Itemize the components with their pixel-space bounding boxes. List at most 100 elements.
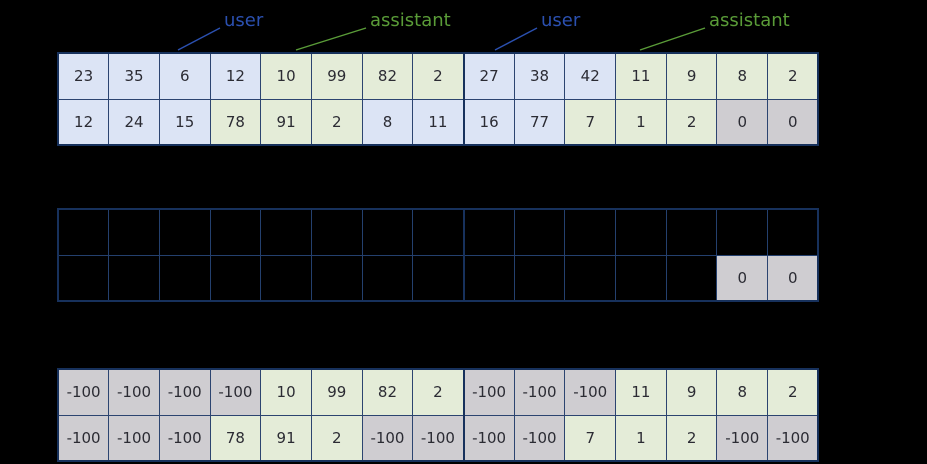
- sequence-row-1-cell-1: 35: [108, 52, 160, 100]
- labels-row-1-cell-0: -100: [57, 368, 110, 416]
- sequence-row-2-cell-0: 12: [57, 98, 110, 146]
- labels-row-1-cell-7: 2: [412, 368, 464, 416]
- labels-row-2-cell-7: -100: [412, 414, 464, 462]
- mask-row-1-cell-2: [158, 208, 211, 256]
- sequence-row-1-cell-12: 9: [665, 52, 718, 100]
- sequence-row-1-cell-5: 99: [310, 52, 363, 100]
- mask-row-2-cell-2: [158, 254, 211, 302]
- labels-row-1-cell-9: -100: [513, 368, 566, 416]
- sequence-row-2-cell-12: 2: [665, 98, 718, 146]
- mask-row-2-cell-13: 0: [716, 254, 769, 302]
- labels-row-2-cell-2: -100: [158, 414, 211, 462]
- labels-row-1-cell-4: 10: [260, 368, 312, 416]
- mask-row-1-cell-12: [665, 208, 718, 256]
- sequence-row-1-cell-13: 8: [716, 52, 769, 100]
- annotation-label-assistant-3: assistant: [709, 10, 790, 31]
- sequence-row-2-cell-9: 77: [513, 98, 566, 146]
- labels-row-2-cell-8: -100: [462, 414, 515, 462]
- leader-line-assistant-3: [639, 27, 706, 51]
- mask-row-1-cell-1: [108, 208, 160, 256]
- labels-row-2-cell-12: 2: [665, 414, 718, 462]
- mask-row-2-cell-9: [513, 254, 566, 302]
- mask-row-2-cell-0: [57, 254, 110, 302]
- labels-row-2-cell-11: 1: [615, 414, 667, 462]
- mask-row-2-cell-11: [615, 254, 667, 302]
- mask-row-1-cell-8: [462, 208, 515, 256]
- labels-row-1-cell-12: 9: [665, 368, 718, 416]
- mask-row-1-cell-5: [310, 208, 363, 256]
- labels-row-2-cell-0: -100: [57, 414, 110, 462]
- mask-row-1-cell-11: [615, 208, 667, 256]
- mask-row-1-cell-4: [260, 208, 312, 256]
- mask-row-2-cell-12: [665, 254, 718, 302]
- sequence-row-2-cell-3: 78: [209, 98, 262, 146]
- mask-row-1-cell-9: [513, 208, 566, 256]
- labels-row-1-cell-13: 8: [716, 368, 769, 416]
- mask-row-2-cell-6: [361, 254, 414, 302]
- leader-lines: [177, 27, 706, 51]
- sequence-row-1-cell-8: 27: [462, 52, 515, 100]
- mask-row-2-cell-8: [462, 254, 515, 302]
- sequence-row-2-cell-2: 15: [158, 98, 211, 146]
- mask-row-1-cell-6: [361, 208, 414, 256]
- labels-row-2-cell-3: 78: [209, 414, 262, 462]
- sequence-row-2-cell-7: 11: [412, 98, 464, 146]
- leader-line-assistant-1: [295, 27, 367, 51]
- mask-row-1-cell-7: [412, 208, 464, 256]
- labels-row-2-cell-10: 7: [564, 414, 617, 462]
- annotation-label-assistant-1: assistant: [370, 10, 451, 31]
- sequence-row-2-cell-13: 0: [716, 98, 769, 146]
- labels-row-2-cell-9: -100: [513, 414, 566, 462]
- mask-row-1-cell-0: [57, 208, 110, 256]
- labels-row-1-cell-2: -100: [158, 368, 211, 416]
- sequence-row-1-cell-9: 38: [513, 52, 566, 100]
- sequence-row-1-cell-7: 2: [412, 52, 464, 100]
- labels-row-1-cell-8: -100: [462, 368, 515, 416]
- mask-row-2-cell-14: 0: [767, 254, 819, 302]
- sequence-row-1-cell-11: 11: [615, 52, 667, 100]
- mask-row-1-cell-3: [209, 208, 262, 256]
- labels-row-2-cell-13: -100: [716, 414, 769, 462]
- mask-row-2-cell-7: [412, 254, 464, 302]
- mask-row-2-cell-4: [260, 254, 312, 302]
- sequence-row-1-cell-0: 23: [57, 52, 110, 100]
- leader-line-user-0: [177, 27, 221, 51]
- labels-row-2-cell-14: -100: [767, 414, 819, 462]
- sequence-row-2-cell-8: 16: [462, 98, 515, 146]
- mask-row-2-cell-10: [564, 254, 617, 302]
- sequence-row-2-cell-6: 8: [361, 98, 414, 146]
- sequence-row-2-cell-4: 91: [260, 98, 312, 146]
- labels-row-2-cell-5: 2: [310, 414, 363, 462]
- sequence-row-2-cell-14: 0: [767, 98, 819, 146]
- mask-row-1-cell-10: [564, 208, 617, 256]
- sequence-row-2-cell-11: 1: [615, 98, 667, 146]
- labels-row-1-cell-5: 99: [310, 368, 363, 416]
- labels-row-1-cell-6: 82: [361, 368, 414, 416]
- labels-row-1-cell-14: 2: [767, 368, 819, 416]
- sequence-row-1-cell-2: 6: [158, 52, 211, 100]
- mask-row-2-cell-5: [310, 254, 363, 302]
- sequence-row-1-cell-10: 42: [564, 52, 617, 100]
- labels-row-1-cell-1: -100: [108, 368, 160, 416]
- mask-row-1-cell-13: [716, 208, 769, 256]
- annotation-label-user-2: user: [541, 10, 581, 31]
- mask-row-2-cell-3: [209, 254, 262, 302]
- mask-row-1-cell-14: [767, 208, 819, 256]
- table-row: [57, 208, 819, 256]
- labels-row-2-cell-6: -100: [361, 414, 414, 462]
- sequence-row-2-cell-1: 24: [108, 98, 160, 146]
- leader-line-user-2: [494, 27, 538, 51]
- sequence-row-2-cell-10: 7: [564, 98, 617, 146]
- sequence-row-1-cell-4: 10: [260, 52, 312, 100]
- labels-row-2-cell-4: 91: [260, 414, 312, 462]
- labels-row-2-cell-1: -100: [108, 414, 160, 462]
